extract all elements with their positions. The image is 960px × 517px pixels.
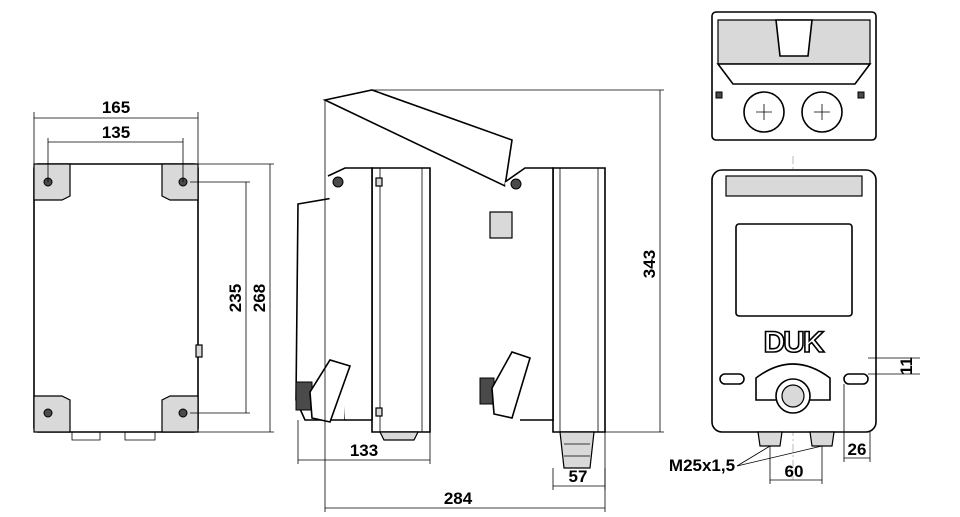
dim-end-slot-offset: 26 <box>848 440 867 459</box>
dim-side-depth-open: 284 <box>444 489 473 508</box>
mounting-hole-bottom-right <box>178 408 188 418</box>
hinge-bracket <box>327 167 373 421</box>
cover-opened <box>322 89 513 188</box>
dim-front-width-outer: 165 <box>102 98 130 117</box>
dim-end-gland-spacing: 60 <box>785 462 804 481</box>
dim-side-depth-body: 133 <box>350 441 378 460</box>
actuator-lever-open <box>491 351 531 419</box>
latch-lower <box>375 407 383 417</box>
bottom-gland-side <box>379 431 419 441</box>
enclosure-body-open <box>552 167 606 433</box>
hinge-strip <box>725 175 863 197</box>
cable-glands-back <box>71 432 156 441</box>
hinge-screw-open <box>510 178 522 190</box>
lock-mechanism <box>489 211 513 239</box>
top-bevel <box>716 63 872 85</box>
dim-end-slot-height: 11 <box>897 357 916 375</box>
actuator-lever <box>309 359 352 423</box>
side-view-closed: 133 <box>295 167 431 464</box>
screw-top-left <box>715 91 723 99</box>
back-view: 165 135 235 268 <box>33 98 274 441</box>
dim-front-width-inner: 135 <box>102 123 130 142</box>
brand-logo: DUK <box>764 326 825 359</box>
gland-front-right <box>809 431 835 447</box>
emergency-button-top <box>775 19 813 57</box>
screw-top-right <box>857 91 865 99</box>
emergency-button-cap <box>781 384 805 408</box>
dim-side-height-open: 343 <box>640 250 659 278</box>
gland-front-left <box>757 431 783 447</box>
front-view: DUK 11 26 60 M25x1,5 <box>669 156 920 484</box>
enclosure-body-side <box>371 167 431 433</box>
dim-front-height-outer: 268 <box>250 284 269 312</box>
window <box>735 223 853 317</box>
enclosure-back-plate <box>33 163 199 433</box>
dim-side-gland: 57 <box>569 467 588 486</box>
hinge-screw <box>332 176 344 188</box>
mounting-hole-bottom-left <box>43 408 53 418</box>
slot-right <box>843 373 869 385</box>
side-view-open: 343 284 57 <box>322 89 664 512</box>
top-view <box>711 11 877 141</box>
latch-upper <box>375 177 383 187</box>
cable-gland <box>559 431 595 469</box>
dim-front-height-inner: 235 <box>226 284 245 312</box>
slot-left <box>719 373 745 385</box>
dim-end-thread: M25x1,5 <box>669 456 735 475</box>
side-screw <box>195 344 203 358</box>
